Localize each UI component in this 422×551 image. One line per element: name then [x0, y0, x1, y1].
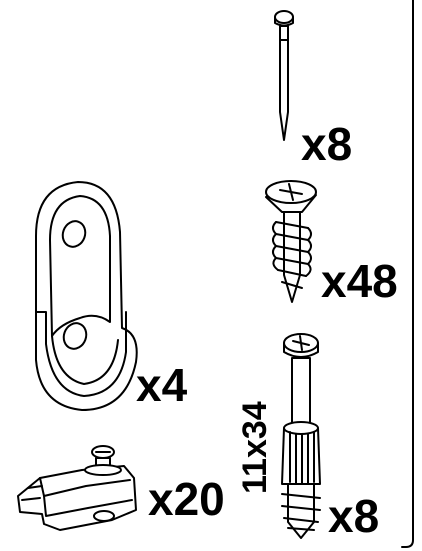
nail-quantity: x8 — [301, 118, 353, 170]
nail-icon — [274, 10, 294, 141]
rail-bracket-icon — [35, 181, 138, 411]
dowel-quantity: x8 — [328, 490, 380, 542]
bracket-quantity: x4 — [136, 359, 188, 411]
connector-dowel-icon — [281, 333, 321, 539]
hinge-plate-quantity: x20 — [148, 473, 225, 525]
hinge-plate-icon — [17, 445, 137, 531]
wood-screw-icon — [265, 180, 317, 303]
dowel-dimension-label: 11x34 — [236, 401, 274, 494]
screw-quantity: x48 — [321, 255, 398, 307]
page-border — [401, 0, 414, 548]
